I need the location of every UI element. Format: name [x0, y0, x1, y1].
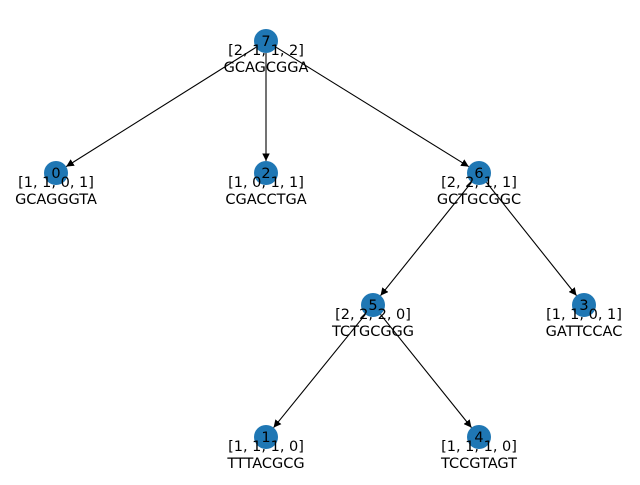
- nodes-layer: [44, 29, 596, 449]
- edge-5-to-4: [380, 314, 472, 428]
- node-counts-label: [1, 1, 0, 1]: [546, 307, 622, 323]
- node-label-5: 5[2, 2, 2, 0]TCTGCGGG: [331, 298, 414, 340]
- node-id-label: 6: [474, 166, 483, 182]
- node-id-label: 0: [51, 166, 60, 182]
- node-label-6: 6[2, 2, 1, 1]GCTGCGGC: [437, 166, 521, 208]
- node-counts-label: [2, 1, 1, 2]: [228, 43, 304, 59]
- node-3: [572, 293, 596, 317]
- edge-6-to-5: [380, 182, 472, 296]
- node-2: [254, 161, 278, 185]
- node-7: [254, 29, 278, 53]
- node-counts-label: [2, 2, 2, 0]: [335, 307, 411, 323]
- node-sequence-label: GATTCCAC: [546, 324, 623, 340]
- node-id-label: 2: [261, 166, 270, 182]
- node-6: [467, 161, 491, 185]
- node-label-1: 1[1, 1, 1, 0]TTTACGCG: [226, 430, 304, 472]
- edge-6-to-3: [486, 182, 577, 296]
- node-counts-label: [1, 1, 1, 0]: [441, 439, 517, 455]
- node-id-label: 5: [368, 298, 377, 314]
- node-id-label: 7: [261, 34, 270, 50]
- node-sequence-label: GCAGGGTA: [15, 192, 97, 208]
- node-label-3: 3[1, 1, 0, 1]GATTCCAC: [546, 298, 623, 340]
- node-4: [467, 425, 491, 449]
- node-5: [361, 293, 385, 317]
- edges-layer: [65, 46, 577, 429]
- node-counts-label: [1, 1, 1, 0]: [228, 439, 304, 455]
- node-0: [44, 161, 68, 185]
- edge-7-to-0: [65, 46, 257, 168]
- edge-5-to-1: [273, 313, 366, 429]
- node-sequence-label: TCCGTAGT: [440, 456, 517, 472]
- node-label-0: 0[1, 1, 0, 1]GCAGGGTA: [15, 166, 97, 208]
- node-label-7: 7[2, 1, 1, 2]GCAGCGGA: [224, 34, 309, 76]
- node-id-label: 3: [579, 298, 588, 314]
- node-counts-label: [2, 2, 1, 1]: [441, 175, 517, 191]
- node-id-label: 4: [474, 430, 483, 446]
- node-id-label: 1: [261, 430, 270, 446]
- node-counts-label: [1, 0, 1, 1]: [228, 175, 304, 191]
- node-sequence-label: GCTGCGGC: [437, 192, 521, 208]
- node-label-4: 4[1, 1, 1, 0]TCCGTAGT: [440, 430, 517, 472]
- node-label-2: 2[1, 0, 1, 1]CGACCTGA: [225, 166, 306, 208]
- node-counts-label: [1, 1, 0, 1]: [18, 175, 94, 191]
- edge-7-to-6: [275, 46, 470, 168]
- node-1: [254, 425, 278, 449]
- node-sequence-label: TCTGCGGG: [331, 324, 414, 340]
- node-sequence-label: GCAGCGGA: [224, 60, 309, 76]
- node-sequence-label: CGACCTGA: [225, 192, 306, 208]
- node-sequence-label: TTTACGCG: [226, 456, 304, 472]
